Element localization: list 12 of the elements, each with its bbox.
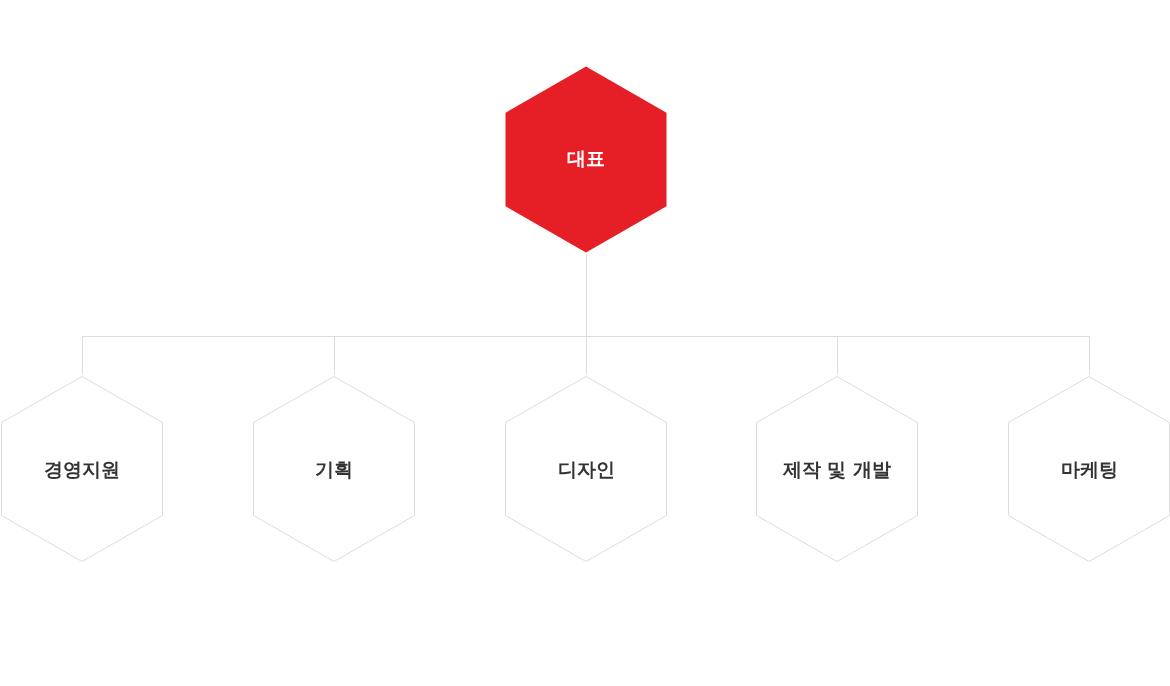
node-label: 디자인: [556, 457, 616, 481]
node-label: 제작 및 개발: [781, 457, 893, 481]
node-label: 마케팅: [1059, 457, 1119, 481]
node-label: 기획: [314, 457, 354, 481]
hexagon-node: [1, 376, 163, 562]
hexagon-node: [1008, 376, 1170, 562]
node-label: 경영지원: [43, 457, 121, 481]
node-label: 대표: [566, 146, 606, 169]
hexagon-node: [505, 66, 667, 253]
hexagon-node: [253, 376, 415, 562]
hexagon-node: [505, 376, 667, 562]
hexagon-node: [756, 376, 918, 562]
